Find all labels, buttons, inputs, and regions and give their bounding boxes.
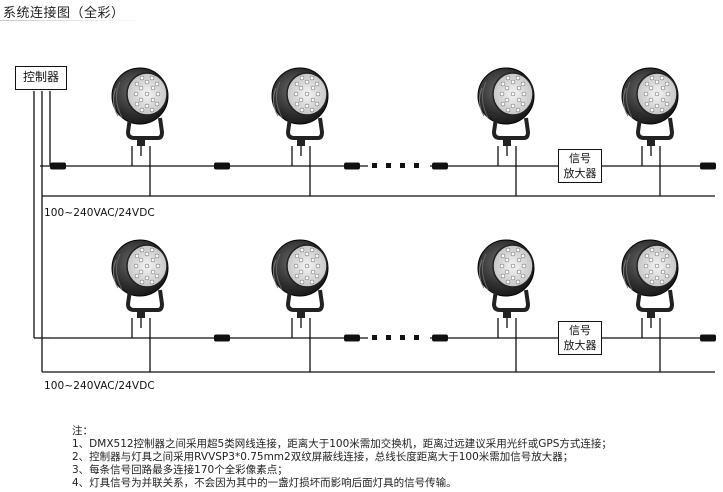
amplifier-label-line1: 信号 — [569, 152, 591, 165]
ellipsis-dots — [372, 335, 419, 340]
signal-connector-icon — [50, 162, 66, 170]
signal-connector-icon — [700, 334, 716, 342]
title-underline — [0, 20, 150, 21]
amplifier-label-line1: 信号 — [569, 324, 591, 337]
spotlight-fixture-icon — [110, 66, 170, 158]
row-1 — [40, 66, 716, 197]
note-item: 1、DMX512控制器之间采用超5类网线连接，距离大于100米需加交换机，距离过… — [72, 438, 612, 450]
signal-amplifier-box-2: 信号 放大器 — [558, 321, 602, 355]
controller-box: 控制器 — [15, 66, 67, 90]
power-label-row-1: 100~240VAC/24VDC — [44, 207, 155, 219]
ellipsis-dots — [372, 163, 419, 168]
power-label-row-2: 100~240VAC/24VDC — [44, 380, 155, 392]
note-item: 4、灯具信号为并联关系，不会因为其中的一盏灯损坏而影响后面灯具的信号传输。 — [72, 477, 457, 489]
spotlight-fixture-icon — [476, 66, 536, 158]
note-item: 2、控制器与灯具之间采用RVVSP3*0.75mm2双纹屏蔽线连接，总线长度距离… — [72, 451, 574, 463]
signal-connector-icon — [214, 334, 230, 342]
spotlight-fixture-icon — [620, 66, 680, 158]
page-title: 系统连接图（全彩） — [3, 6, 125, 21]
spotlight-fixture-icon — [270, 238, 330, 330]
row-2 — [41, 196, 716, 373]
signal-connector-icon — [700, 162, 716, 170]
signal-connector-icon — [344, 162, 360, 170]
spotlight-fixture-icon — [110, 238, 170, 330]
signal-connector-icon — [214, 162, 230, 170]
amplifier-label-line2: 放大器 — [563, 339, 597, 352]
signal-connector-icon — [432, 162, 448, 170]
notes-heading: 注： — [72, 425, 93, 437]
spotlight-fixture-icon — [620, 238, 680, 330]
notes-section: 注： 1、DMX512控制器之间采用超5类网线连接，距离大于100米需加交换机，… — [72, 425, 612, 490]
spotlight-fixture-icon — [270, 66, 330, 158]
note-item: 3、每条信号回路最多连接170个全彩像素点； — [72, 464, 288, 476]
amplifier-label-line2: 放大器 — [563, 167, 597, 180]
signal-connector-icon — [432, 334, 448, 342]
signal-amplifier-box-1: 信号 放大器 — [558, 149, 602, 183]
signal-connector-icon — [344, 334, 360, 342]
spotlight-fixture-icon — [476, 238, 536, 330]
